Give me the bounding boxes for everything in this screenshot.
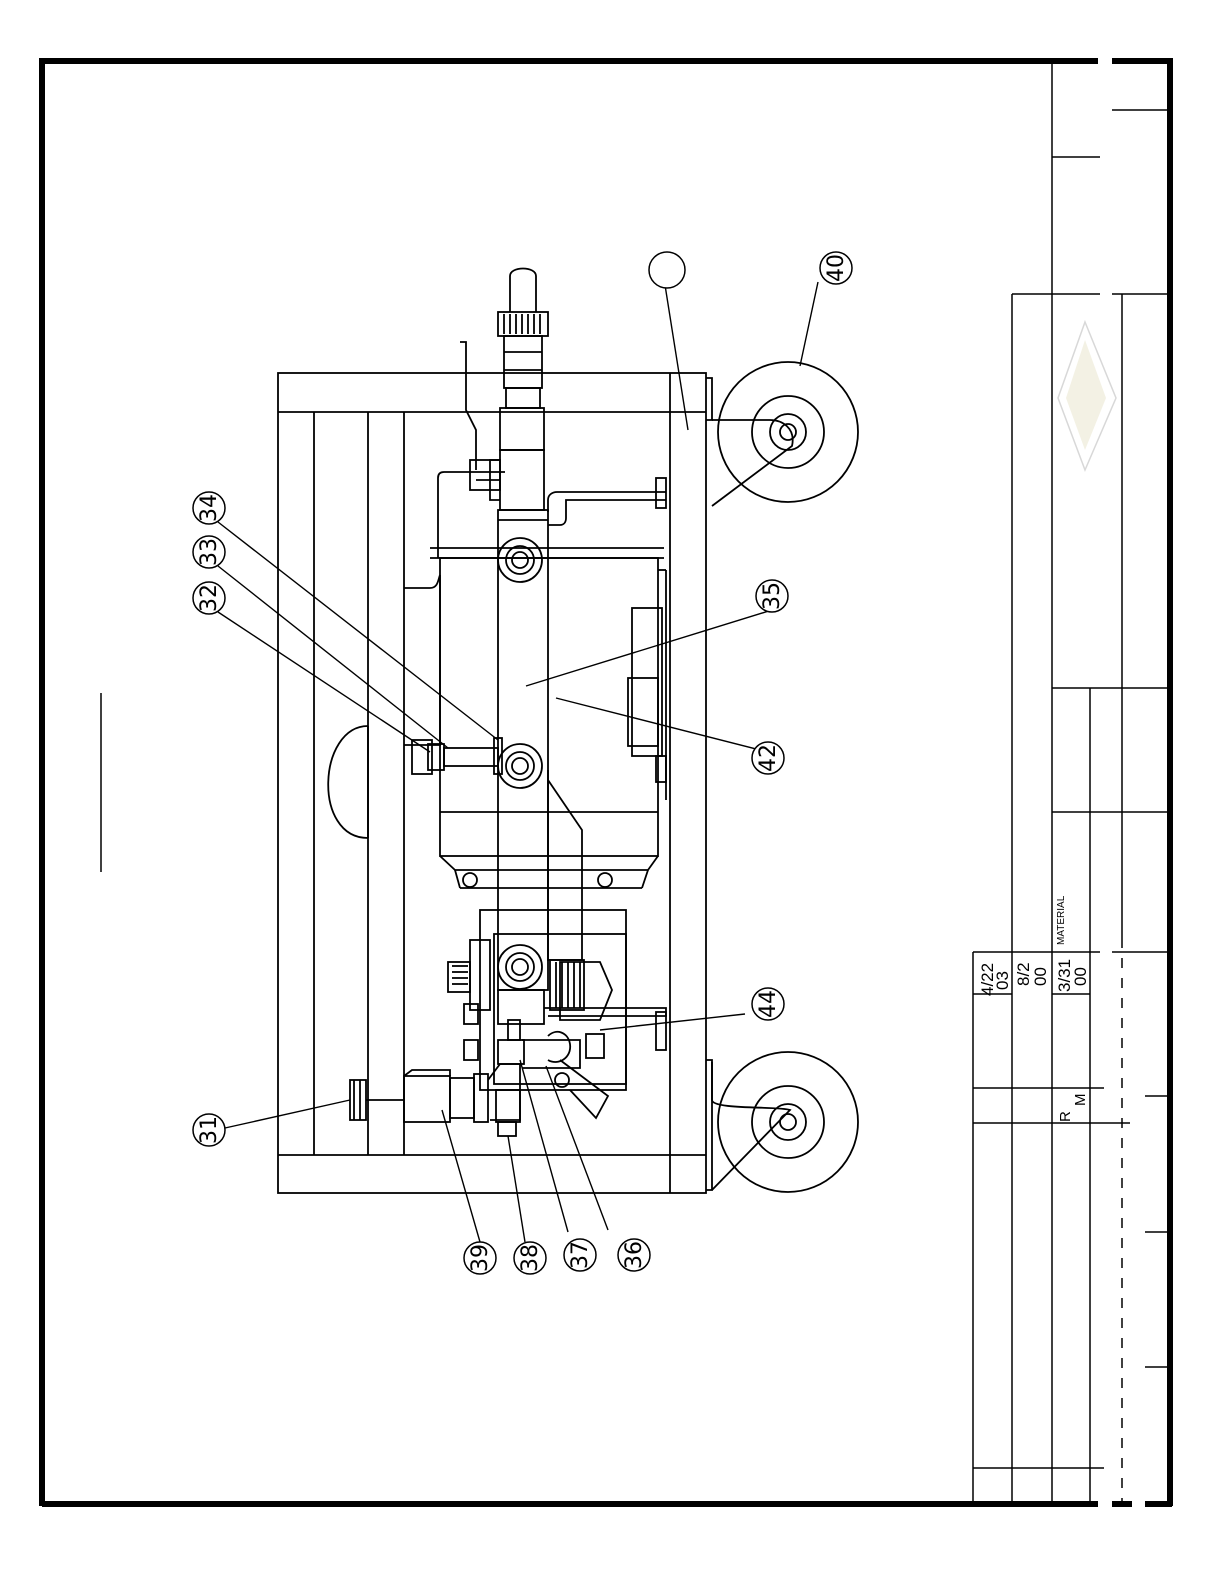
svg-text:31: 31 <box>197 1116 222 1144</box>
m-label: M <box>1072 1094 1089 1107</box>
callout-32: 32 <box>193 582 225 614</box>
svg-text:39: 39 <box>468 1244 493 1272</box>
svg-text:40: 40 <box>824 254 849 282</box>
svg-text:37: 37 <box>568 1241 593 1269</box>
callout-40: 40 <box>820 252 852 284</box>
material-label: MATERIAL <box>1056 895 1067 945</box>
r-label: R <box>1057 1111 1074 1122</box>
svg-text:36: 36 <box>622 1241 647 1269</box>
union-fitting-top <box>498 538 542 582</box>
svg-text:44: 44 <box>756 990 781 1018</box>
pump-head <box>448 910 626 1090</box>
svg-text:35: 35 <box>760 582 785 610</box>
svg-text:33: 33 <box>197 538 222 566</box>
callout-balloons: 31 32 33 34 35 36 37 38 39 40 42 44 <box>193 252 852 1274</box>
revision-date-2-line2: 00 <box>1031 967 1050 986</box>
leader-lines <box>218 282 818 1242</box>
suction-connection <box>412 738 502 774</box>
callout-42: 42 <box>752 742 784 774</box>
callout-37: 37 <box>564 1239 596 1271</box>
caster-wheel-bottom <box>712 1052 858 1192</box>
tank <box>328 726 368 838</box>
sheet-border <box>42 58 1172 1506</box>
svg-text:42: 42 <box>756 744 781 772</box>
hose <box>548 770 584 1010</box>
union-fitting-bottom <box>498 945 542 989</box>
callout-39: 39 <box>464 1242 496 1274</box>
union-fitting-middle <box>498 744 542 788</box>
callout-35: 35 <box>756 580 788 612</box>
outlet-valve <box>460 269 548 511</box>
revision-date-3-line2: 00 <box>1071 967 1090 986</box>
callout-blank <box>649 252 685 288</box>
callout-44: 44 <box>752 988 784 1020</box>
revision-date-1-line2: 03 <box>993 971 1012 990</box>
caster-wheel-top <box>712 362 858 506</box>
callout-31: 31 <box>193 1114 225 1146</box>
callout-38: 38 <box>514 1242 546 1274</box>
valve-cluster <box>350 1020 608 1136</box>
logo-watermark <box>1058 322 1116 470</box>
svg-text:34: 34 <box>197 494 222 522</box>
svg-text:38: 38 <box>518 1244 543 1272</box>
callout-33: 33 <box>193 536 225 568</box>
pump-cart-assembly <box>278 269 858 1194</box>
callout-34: 34 <box>193 492 225 524</box>
svg-text:32: 32 <box>197 584 222 612</box>
title-block <box>973 64 1167 1502</box>
callout-36: 36 <box>618 1239 650 1271</box>
